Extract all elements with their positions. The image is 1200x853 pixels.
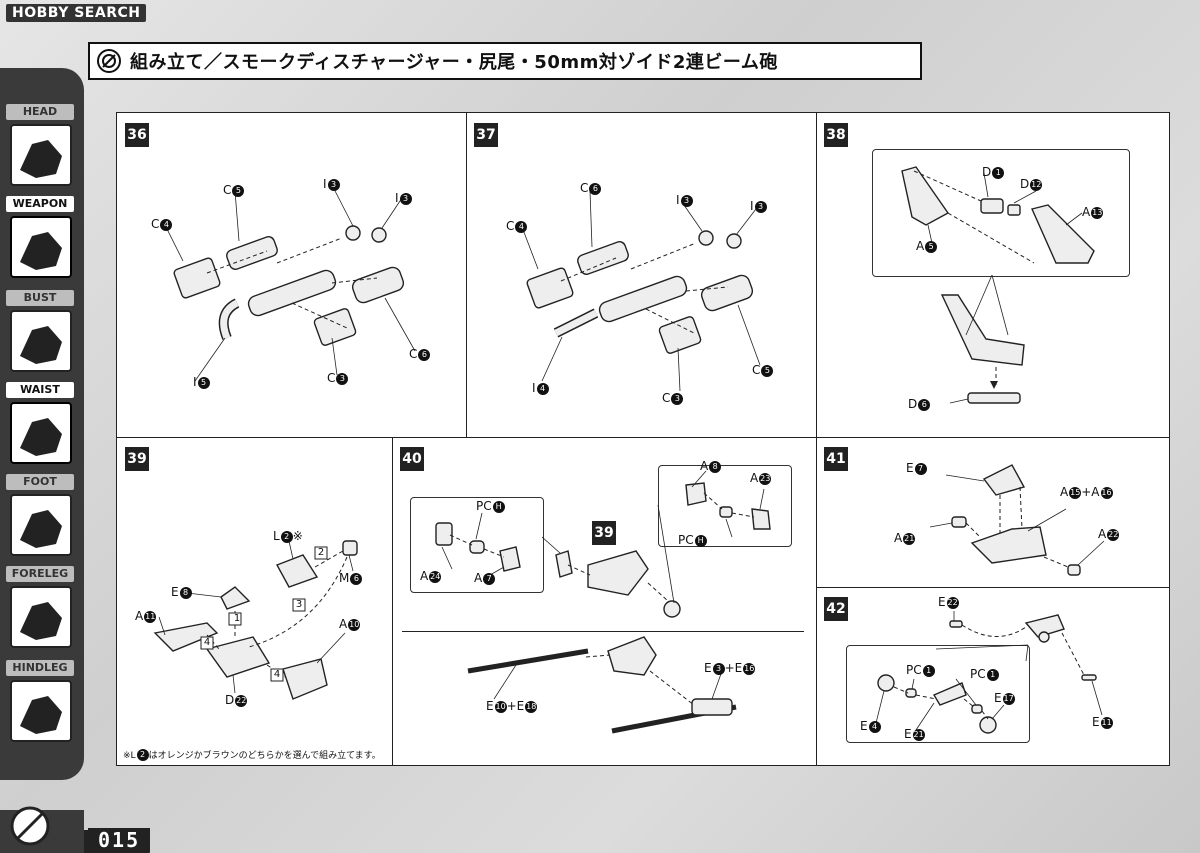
page-number: 015 bbox=[88, 828, 151, 852]
step-number: 36 bbox=[125, 123, 149, 147]
sidebar-item-label: HEAD bbox=[6, 104, 74, 120]
order-marker: 4 bbox=[203, 637, 211, 648]
part-silhouette-icon bbox=[10, 216, 72, 278]
sidebar-item-label: FOOT bbox=[6, 474, 74, 490]
step-40-diagram bbox=[435, 470, 771, 734]
step-39-diagram bbox=[153, 540, 358, 700]
step-36-diagram bbox=[164, 184, 416, 382]
page-title: 組み立て／スモークディスチャージャー・尻尾・50mm対ゾイド2連ビーム砲 bbox=[130, 52, 778, 73]
watermark: HOBBY SEARCH bbox=[6, 4, 147, 22]
step-number: 42 bbox=[824, 597, 848, 621]
gear-icon bbox=[97, 49, 121, 73]
step-40-panel: 40 39 bbox=[392, 437, 817, 765]
step-38-diagram bbox=[901, 166, 1095, 404]
order-marker: 3 bbox=[295, 599, 303, 610]
sidebar-item-label: HINDLEG bbox=[6, 660, 74, 676]
part-silhouette-icon bbox=[10, 402, 72, 464]
part-silhouette-icon bbox=[10, 310, 72, 372]
step-42-panel: 42 bbox=[816, 587, 1169, 765]
sidebar-item-label: WAIST bbox=[6, 382, 74, 398]
step-number: 37 bbox=[474, 123, 498, 147]
order-marker: 1 bbox=[233, 613, 241, 624]
sidebar-item-label: WEAPON bbox=[6, 196, 74, 212]
step-39-panel: 39 bbox=[117, 437, 393, 765]
part-silhouette-icon bbox=[10, 124, 72, 186]
sidebar-item-label: FORELEG bbox=[6, 566, 74, 582]
order-marker: 2 bbox=[317, 547, 325, 558]
part-silhouette-icon bbox=[10, 586, 72, 648]
step-37-diagram bbox=[521, 190, 761, 392]
order-marker: 4 bbox=[273, 669, 281, 680]
part-silhouette-icon bbox=[10, 680, 72, 742]
step-number: 41 bbox=[824, 447, 848, 471]
step-42-diagram bbox=[875, 611, 1103, 734]
page-title-bar: 組み立て／スモークディスチャージャー・尻尾・50mm対ゾイド2連ビーム砲 bbox=[88, 42, 922, 80]
step-number: 40 bbox=[400, 447, 424, 471]
sidebar-item-label: BUST bbox=[6, 290, 74, 306]
footer bbox=[0, 780, 1200, 853]
sub-step-ref: 39 bbox=[592, 521, 616, 545]
step-40-divider bbox=[402, 631, 804, 632]
step-41-diagram bbox=[929, 464, 1105, 576]
part-silhouette-icon bbox=[10, 494, 72, 556]
step-number: 38 bbox=[824, 123, 848, 147]
step-number: 39 bbox=[125, 447, 149, 471]
